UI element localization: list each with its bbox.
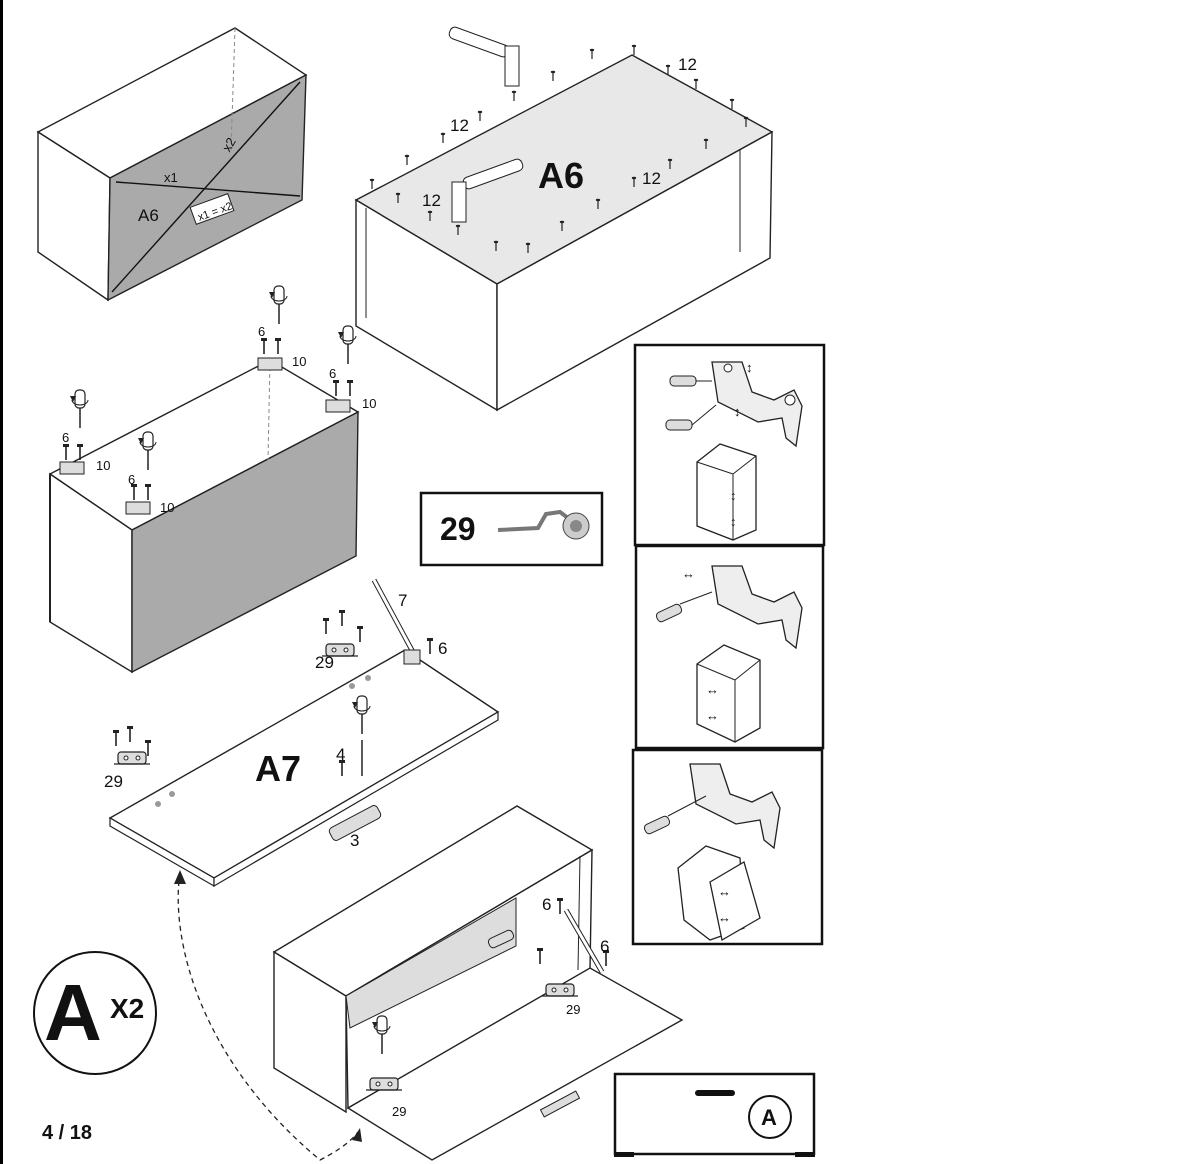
page-number: 4 / 18	[42, 1122, 93, 1144]
nail-qty-front: 12	[422, 191, 441, 210]
panel-a6-label: A6	[138, 206, 159, 225]
svg-text:↕: ↕	[734, 404, 741, 419]
screw-4-label: 4	[336, 745, 345, 764]
hinge-29-label: 29	[104, 772, 123, 791]
hinge-29-label: 29	[392, 1104, 406, 1119]
part-6-label: 6	[128, 472, 135, 487]
part-10-label: 10	[362, 396, 376, 411]
svg-text:↕: ↕	[730, 514, 737, 529]
step2-back-panel-nailing: 12 12 12 12 A6	[354, 26, 774, 412]
lid-stay-icon	[371, 578, 421, 665]
hinge-adjust-horizontal: ↔ ↔ ↔	[634, 544, 825, 750]
step4-door-panel: A7 29 29 7 6 4 3	[104, 578, 500, 888]
part-6-label: 6	[258, 324, 265, 339]
diag-x2-label: x2	[219, 135, 239, 154]
move-arrow	[177, 871, 359, 1161]
cabinet-a-icon: A	[613, 1072, 816, 1157]
step3-carcass-brackets: 6 10 6 10 6 10 6 10	[48, 285, 376, 674]
handle-icon	[328, 805, 382, 841]
hinge-icon	[541, 983, 579, 997]
screw-6-label: 6	[600, 937, 609, 956]
brackets	[59, 357, 351, 515]
screwdriver-icon	[69, 389, 89, 429]
svg-text:↕: ↕	[730, 488, 737, 503]
panel-a6-title: A6	[538, 155, 584, 196]
nail-qty-top: 12	[678, 55, 697, 74]
hinge-icon	[365, 1077, 403, 1091]
svg-text:↕: ↕	[746, 360, 753, 375]
svg-text:↔: ↔	[718, 910, 731, 925]
hinge-29-label: 29	[315, 653, 334, 672]
nail-qty-right: 12	[642, 169, 661, 188]
page-border	[0, 0, 3, 1164]
hinge-adjust-vertical: ↕ ↕ ↕ ↕	[633, 343, 826, 547]
hinge-29-label: 29	[566, 1002, 580, 1017]
handle-3-label: 3	[350, 831, 359, 850]
screwdriver-icon	[337, 325, 357, 365]
svg-text:↔: ↔	[682, 566, 695, 581]
diag-x1-label: x1	[164, 170, 178, 185]
hinge-icon	[113, 751, 151, 765]
badge-quantity: X2	[110, 993, 144, 1024]
panel-a7-title: A7	[255, 748, 301, 789]
part-10-label: 10	[160, 500, 174, 515]
svg-text:↔: ↔	[706, 682, 719, 697]
lid-stay-icon	[563, 908, 605, 974]
stay-7-label: 7	[398, 591, 407, 610]
quantity-badge: A X2	[33, 951, 157, 1075]
part-29-box: 29	[419, 491, 604, 567]
cabinet-letter: A	[761, 1105, 777, 1130]
step5-cabinet-door: 6 6 29 29	[272, 805, 684, 1161]
nail-qty-left: 12	[450, 116, 469, 135]
part-10-label: 10	[96, 458, 110, 473]
screw-6-label: 6	[438, 639, 447, 658]
hinge-icon	[497, 509, 590, 540]
part-6-label: 6	[62, 430, 69, 445]
hinge-adjust-depth: ↔↔	[631, 748, 824, 946]
part-29-number: 29	[440, 511, 476, 547]
step1-carcass-diagonal: x1 x2 A6 x1 = x2	[36, 27, 308, 302]
part-6-label: 6	[329, 366, 336, 381]
screw-6-label: 6	[542, 895, 551, 914]
hammer-icon	[448, 26, 520, 87]
svg-text:↔: ↔	[706, 708, 719, 723]
screwdriver-icon	[268, 285, 288, 325]
part-10-label: 10	[292, 354, 306, 369]
svg-text:↔: ↔	[718, 884, 731, 899]
badge-letter: A	[44, 968, 102, 1057]
hammer-icon	[451, 158, 524, 223]
